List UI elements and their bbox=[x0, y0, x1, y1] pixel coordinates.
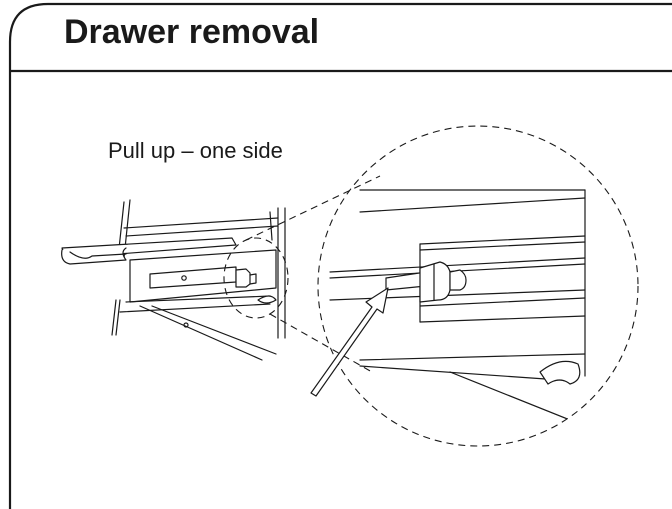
zoom-leader-upper bbox=[245, 175, 381, 241]
pull-up-arrow bbox=[310, 287, 389, 397]
instruction-label: Pull up – one side bbox=[108, 138, 283, 163]
zoom-leader-lower bbox=[269, 313, 373, 373]
drawer-overview-drawing bbox=[61, 199, 289, 361]
magnifier-circle bbox=[317, 125, 639, 447]
card-title: Drawer removal bbox=[64, 13, 320, 51]
magnified-detail-drawing bbox=[310, 125, 639, 447]
card-border bbox=[8, 2, 672, 509]
